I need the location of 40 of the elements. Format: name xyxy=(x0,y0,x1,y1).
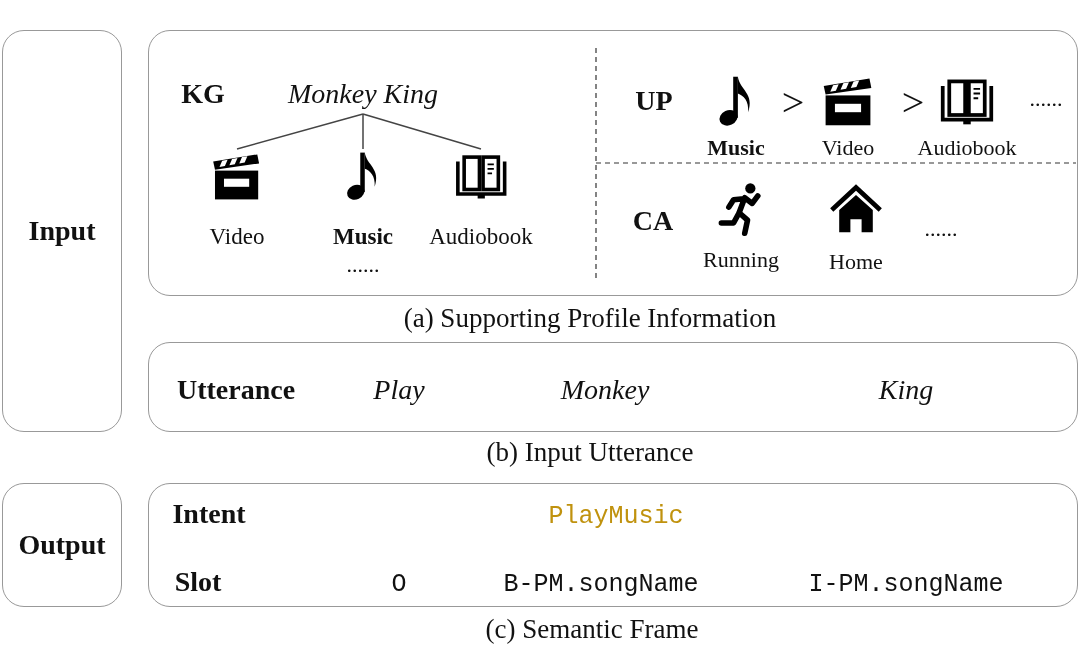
category-label: Video xyxy=(209,225,265,248)
category-label: Audiobook xyxy=(429,225,533,248)
preference-label: Audiobook xyxy=(917,137,1017,159)
tree-line xyxy=(362,113,364,150)
ellipsis: ...... xyxy=(346,254,380,276)
ellipsis: ...... xyxy=(924,218,958,240)
ellipsis: ...... xyxy=(1029,88,1063,110)
rounded-panel xyxy=(148,483,1078,607)
rounded-panel xyxy=(2,483,122,607)
utterance-word: King xyxy=(878,376,934,404)
tree-line xyxy=(362,113,482,150)
utterance-word: Monkey xyxy=(560,376,650,404)
row-label: Slot xyxy=(174,568,222,596)
row-label: Intent xyxy=(172,500,246,528)
context-label: Running xyxy=(703,249,779,271)
greater-than-sign: > xyxy=(781,83,805,123)
slot-tag: B-PM.songName xyxy=(503,571,699,597)
preference-label: Video xyxy=(821,137,875,159)
rounded-panel xyxy=(148,342,1078,432)
intent-value: PlayMusic xyxy=(548,503,684,529)
section-label: KG xyxy=(181,80,225,108)
row-label: Utterance xyxy=(176,376,296,404)
rounded-panel xyxy=(2,30,122,432)
section-label: CA xyxy=(632,207,674,235)
panel-caption: (c) Semantic Frame xyxy=(485,615,699,643)
panel-heading: Output xyxy=(18,531,106,559)
panel-heading: Input xyxy=(28,217,96,245)
category-label: Music xyxy=(332,225,394,248)
section-label: UP xyxy=(635,87,673,115)
slot-tag: I-PM.songName xyxy=(808,571,1004,597)
slot-tag: O xyxy=(391,571,407,597)
greater-than-sign: > xyxy=(901,83,925,123)
preference-label: Music xyxy=(707,137,765,159)
rounded-panel xyxy=(148,30,1078,296)
utterance-word: Play xyxy=(373,376,425,404)
context-label: Home xyxy=(829,251,883,273)
panel-caption: (a) Supporting Profile Information xyxy=(403,304,777,332)
panel-caption: (b) Input Utterance xyxy=(486,438,694,466)
entity-name: Monkey King xyxy=(287,80,439,108)
tree-line xyxy=(236,113,364,150)
